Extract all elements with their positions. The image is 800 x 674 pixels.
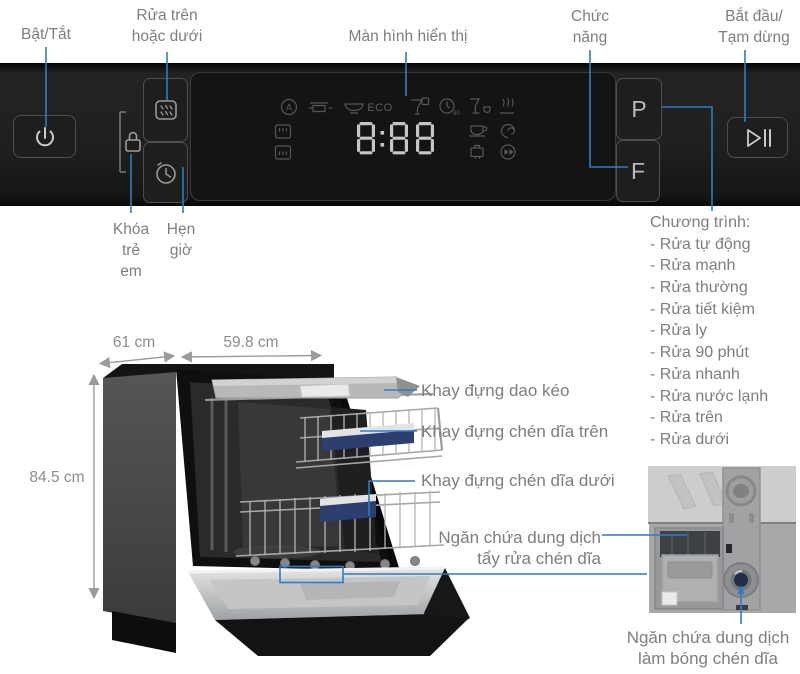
function-label: Chức năng <box>571 8 609 46</box>
program-list: Chương trình: - Rửa tự động - Rửa mạnh -… <box>650 212 768 451</box>
program-item: - Rửa nhanh <box>650 365 740 383</box>
rack-wheels <box>250 556 420 571</box>
eco-indicator: ECO <box>367 102 392 114</box>
tub-interior <box>190 382 382 562</box>
program-item: - Rửa thường <box>650 279 748 297</box>
dispenser-highlight-box <box>279 565 344 584</box>
program-item: - Rửa tự động <box>650 235 751 253</box>
program-button[interactable]: P <box>616 78 662 140</box>
start-pause-label: Bắt đầu/ Tạm dừng <box>718 8 790 46</box>
program-button-label: P <box>631 95 647 122</box>
fast-plus-icon <box>500 144 516 160</box>
program-item: - Rửa nước lạnh <box>650 387 769 405</box>
display-value <box>357 122 434 155</box>
program-item: - Rửa 90 phút <box>650 344 749 362</box>
depth-dimension: 61 cm <box>112 334 156 351</box>
child-lock-indicator <box>119 111 141 173</box>
lower-rack-label: Khay đựng chén dĩa dưới <box>421 471 615 490</box>
program-item: - Rửa trên <box>650 409 723 427</box>
program-item: - Rửa mạnh <box>650 257 736 275</box>
half-load-label: Rửa trên hoặc dưới <box>131 7 203 45</box>
lower-rack-icon <box>274 145 292 160</box>
rinse-aid-funnel <box>725 475 757 507</box>
rinse-aid-cap <box>723 562 759 598</box>
glassware-icon <box>470 98 491 114</box>
dimension-arrows <box>88 349 323 600</box>
function-button[interactable]: F <box>616 140 660 202</box>
cup-icon <box>469 125 488 137</box>
cabinet-base <box>112 611 176 653</box>
cabinet-top <box>103 364 334 380</box>
timer-icon <box>155 161 176 184</box>
program-item: - Rửa dưới <box>650 430 730 448</box>
detergent-label: Ngăn chứa dung dịch tẩy rửa chén dĩa <box>438 528 601 568</box>
function-button-label: F <box>630 157 646 184</box>
power-icon <box>35 126 54 146</box>
display-label: Màn hình hiển thị <box>348 28 468 45</box>
delay-90h-icon: 90 <box>439 98 460 117</box>
rinse-aid-label: Ngăn chứa dung dịch làm bóng chén dĩa <box>626 628 790 668</box>
svg-text:90: 90 <box>453 111 460 117</box>
lower-rack <box>235 491 445 571</box>
lock-icon <box>125 131 141 152</box>
glass-care-icon <box>411 97 430 115</box>
intensive-zone-icon <box>500 123 516 139</box>
display-indicators: A ECO 90 <box>274 97 516 160</box>
door-opening-frame <box>176 369 396 571</box>
pot-pan-icon <box>309 102 332 113</box>
cabinet-side <box>103 369 176 624</box>
program-item: - Rửa tiết kiệm <box>650 300 755 318</box>
program-item: - Rửa ly <box>650 322 707 340</box>
extra-dry-icon <box>500 97 514 114</box>
cutlery-tray <box>204 376 434 401</box>
half-load-button[interactable] <box>143 78 188 142</box>
bowl-icon <box>344 103 364 114</box>
svg-text:A: A <box>286 103 292 113</box>
child-lock-label: Khóa trẻ em <box>112 221 150 280</box>
start-pause-button[interactable] <box>727 117 788 158</box>
power-button[interactable] <box>13 115 76 158</box>
height-dimension: 84.5 cm <box>29 469 85 486</box>
dishwasher-illustration <box>103 364 470 656</box>
half-load-icon <box>154 100 177 120</box>
detergent-compartment <box>654 527 724 610</box>
width-dimension: 59.8 cm <box>223 334 279 351</box>
upper-rack-icon <box>274 124 292 139</box>
program-list-title: Chương trình: <box>650 214 751 231</box>
timer-label: Hẹn giờ <box>166 221 196 259</box>
timer-button[interactable] <box>143 142 188 203</box>
detergent-box-icon <box>470 144 484 159</box>
auto-program-icon: A <box>280 98 298 116</box>
cutlery-tray-label: Khay đựng dao kéo <box>421 381 570 400</box>
play-pause-icon <box>746 128 771 147</box>
power-label: Bật/Tắt <box>21 26 71 43</box>
open-door <box>187 566 470 656</box>
dispenser-closeup <box>648 466 796 613</box>
upper-rack-label: Khay đựng chén dĩa trên <box>421 422 609 441</box>
control-panel: A ECO 90 <box>0 63 800 206</box>
display-screen: A ECO 90 <box>190 72 616 201</box>
